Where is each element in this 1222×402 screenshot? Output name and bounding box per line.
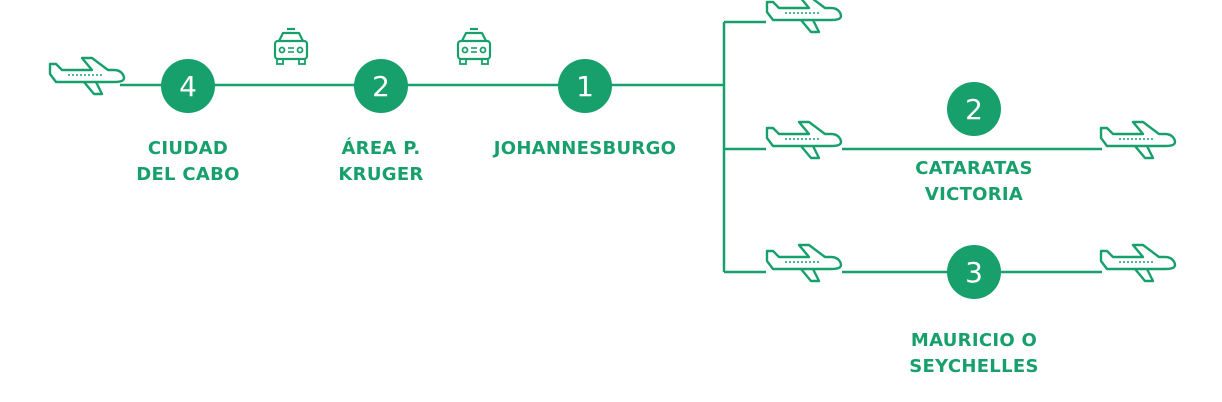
- stop-label-line: ÁREA P.: [341, 138, 421, 159]
- stop-label-line: CATARATAS: [915, 158, 1033, 179]
- stop-label-line: MAURICIO O: [910, 330, 1038, 351]
- stop-nights: 1: [576, 70, 594, 103]
- taxi-icon: [273, 27, 309, 66]
- airplane-icon: [48, 56, 126, 96]
- stop-label-line: JOHANNESBURGO: [493, 138, 677, 159]
- stop-label-line: SEYCHELLES: [909, 356, 1039, 377]
- stop-label-line: KRUGER: [338, 164, 424, 185]
- stop-label-cataratas-victoria: CATARATAS VICTORIA: [894, 156, 1054, 208]
- stop-node-mauricio-seychelles: 3: [947, 245, 1001, 299]
- stop-node-area-kruger: 2: [354, 59, 408, 113]
- airplane-icon: [1099, 120, 1177, 160]
- stop-node-ciudad-del-cabo: 4: [161, 59, 215, 113]
- stop-label-mauricio-seychelles: MAURICIO O SEYCHELLES: [894, 328, 1054, 380]
- stop-nights: 2: [372, 70, 390, 103]
- stop-label-johannesburgo: JOHANNESBURGO: [475, 136, 695, 162]
- stop-node-cataratas-victoria: 2: [947, 82, 1001, 136]
- stop-label-line: VICTORIA: [924, 184, 1024, 205]
- stop-node-johannesburgo: 1: [558, 59, 612, 113]
- airplane-icon: [1099, 243, 1177, 283]
- stop-nights: 2: [965, 93, 983, 126]
- stop-label-line: DEL CABO: [136, 164, 240, 185]
- stop-nights: 3: [965, 256, 983, 289]
- stop-label-ciudad-del-cabo: CIUDAD DEL CABO: [118, 136, 258, 188]
- airplane-icon: [765, 0, 843, 34]
- airplane-icon: [765, 120, 843, 160]
- taxi-icon: [456, 27, 492, 66]
- stop-label-area-kruger: ÁREA P. KRUGER: [316, 136, 446, 188]
- stop-label-line: CIUDAD: [147, 138, 229, 159]
- stop-nights: 4: [179, 70, 197, 103]
- airplane-icon: [765, 243, 843, 283]
